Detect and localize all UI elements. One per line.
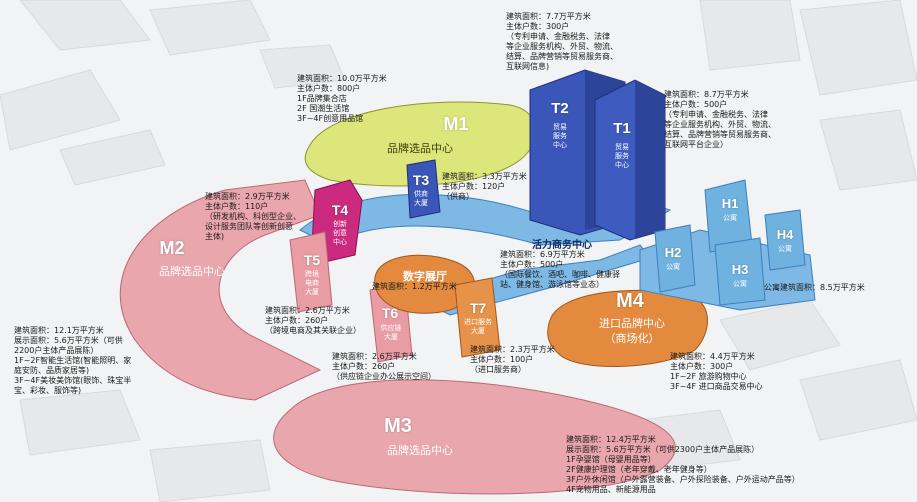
- ghost-block: [19, 389, 141, 456]
- t2-name: 贸易服务中心: [553, 123, 567, 149]
- ghost-block: [0, 69, 121, 151]
- t2-annotation: 建筑面积：7.7万平方米主体户数：300户（专利申请、金融税务、法律等企业服务机…: [506, 12, 618, 71]
- t4-name: 创新创意中心: [333, 220, 347, 246]
- digital-hall-annotation: 建筑面积：1.2万平方米: [372, 282, 457, 291]
- m3-block: [273, 379, 676, 495]
- m1-block: [304, 101, 537, 187]
- h2-code: H2: [664, 245, 682, 260]
- t4-code: T4: [331, 202, 349, 218]
- h1-code: H1: [721, 196, 739, 211]
- ghost-block: [819, 109, 917, 191]
- ghost-block: [799, 359, 917, 441]
- digital-hall-name: 数字展厅: [403, 270, 447, 283]
- t1-annotation: 建筑面积：8.7万平方米主体户数：500户（专利申请、金融税务、法律等企业服务机…: [664, 90, 776, 149]
- m3-annotation: 建筑面积：12.4万平方米展示面积：5.6万平方米（可供2300户主体产品展陈）…: [566, 435, 800, 494]
- m2-name: 品牌选品中心: [159, 265, 225, 278]
- t7-name: 进口服务大厦: [464, 318, 492, 335]
- m2-block: [119, 179, 322, 401]
- m4-name: 进口品牌中心: [599, 317, 665, 330]
- t3-name: 供商大厦: [414, 190, 428, 207]
- h3-code: H3: [731, 262, 749, 277]
- m4-subname: （商场化）: [604, 332, 660, 345]
- t5-tower: [289, 231, 333, 313]
- m2-code: M2: [159, 238, 185, 258]
- vitality-annotation: 建筑面积：6.9万平方米主体户数：500户（国际餐饮、酒吧、咖啡、健康驿站、健身…: [500, 250, 620, 289]
- h2-tower: [654, 224, 696, 293]
- ghost-block: [59, 129, 166, 186]
- ghost-block: [719, 299, 841, 371]
- h4-tower: [764, 209, 806, 271]
- ghost-block: [799, 0, 917, 96]
- ghost-block: [19, 0, 151, 51]
- t3-tower: [406, 159, 441, 219]
- t6-code: T6: [381, 305, 399, 321]
- t4-annotation: 建筑面积：2.9万平方米主体户数：110户（研发机构、科创型企业、设计服务团队等…: [205, 192, 301, 241]
- ghost-block: [149, 439, 271, 502]
- h4-name: 公寓: [778, 245, 792, 253]
- m1-code: M1: [443, 114, 469, 134]
- m3-name: 品牌选品中心: [387, 444, 453, 457]
- t5-name: 跨境电商大厦: [305, 270, 319, 296]
- t1-tower-side: [635, 80, 665, 238]
- ghost-block: [259, 44, 346, 89]
- t6-annotation: 建筑面积：2.6万平方米主体户数：260户（供应链企业办公展示空间）: [332, 352, 436, 381]
- t3-code: T3: [412, 172, 430, 188]
- t6-name: 供应链大厦: [380, 324, 402, 341]
- m3-code: M3: [384, 415, 412, 437]
- m4-code: M4: [616, 290, 644, 312]
- t7-annotation: 建筑面积：2.3万平方米主体户数：100户（进口服务商）: [470, 345, 555, 374]
- t1-name: 贸易服务中心: [615, 143, 629, 169]
- m4-block: [547, 289, 708, 367]
- apartments-annotation: 公寓建筑面积：8.5万平方米: [764, 283, 865, 292]
- t2-code: T2: [551, 100, 569, 117]
- h3-tower: [714, 237, 766, 306]
- ghost-block: [699, 0, 801, 71]
- apartment-cluster: [639, 179, 816, 311]
- h4-code: H4: [776, 227, 794, 242]
- vitality-center-name: 活力商务中心: [532, 240, 592, 251]
- t5-annotation: 建筑面积：2.6万平方米主体户数：260户（跨境电商及其关联企业）: [265, 306, 361, 335]
- t3-annotation: 建筑面积：3.3万平方米主体户数：120户（供商）: [442, 172, 527, 201]
- ghost-block: [149, 0, 271, 56]
- t7-tower: [454, 277, 501, 358]
- t5-code: T5: [303, 252, 321, 268]
- t1-code: T1: [613, 120, 631, 137]
- h1-name: 公寓: [723, 214, 737, 222]
- h3-name: 公寓: [733, 280, 747, 288]
- t7-code: T7: [469, 300, 487, 316]
- m1-name: 品牌选品中心: [387, 142, 453, 155]
- h2-name: 公寓: [666, 263, 680, 271]
